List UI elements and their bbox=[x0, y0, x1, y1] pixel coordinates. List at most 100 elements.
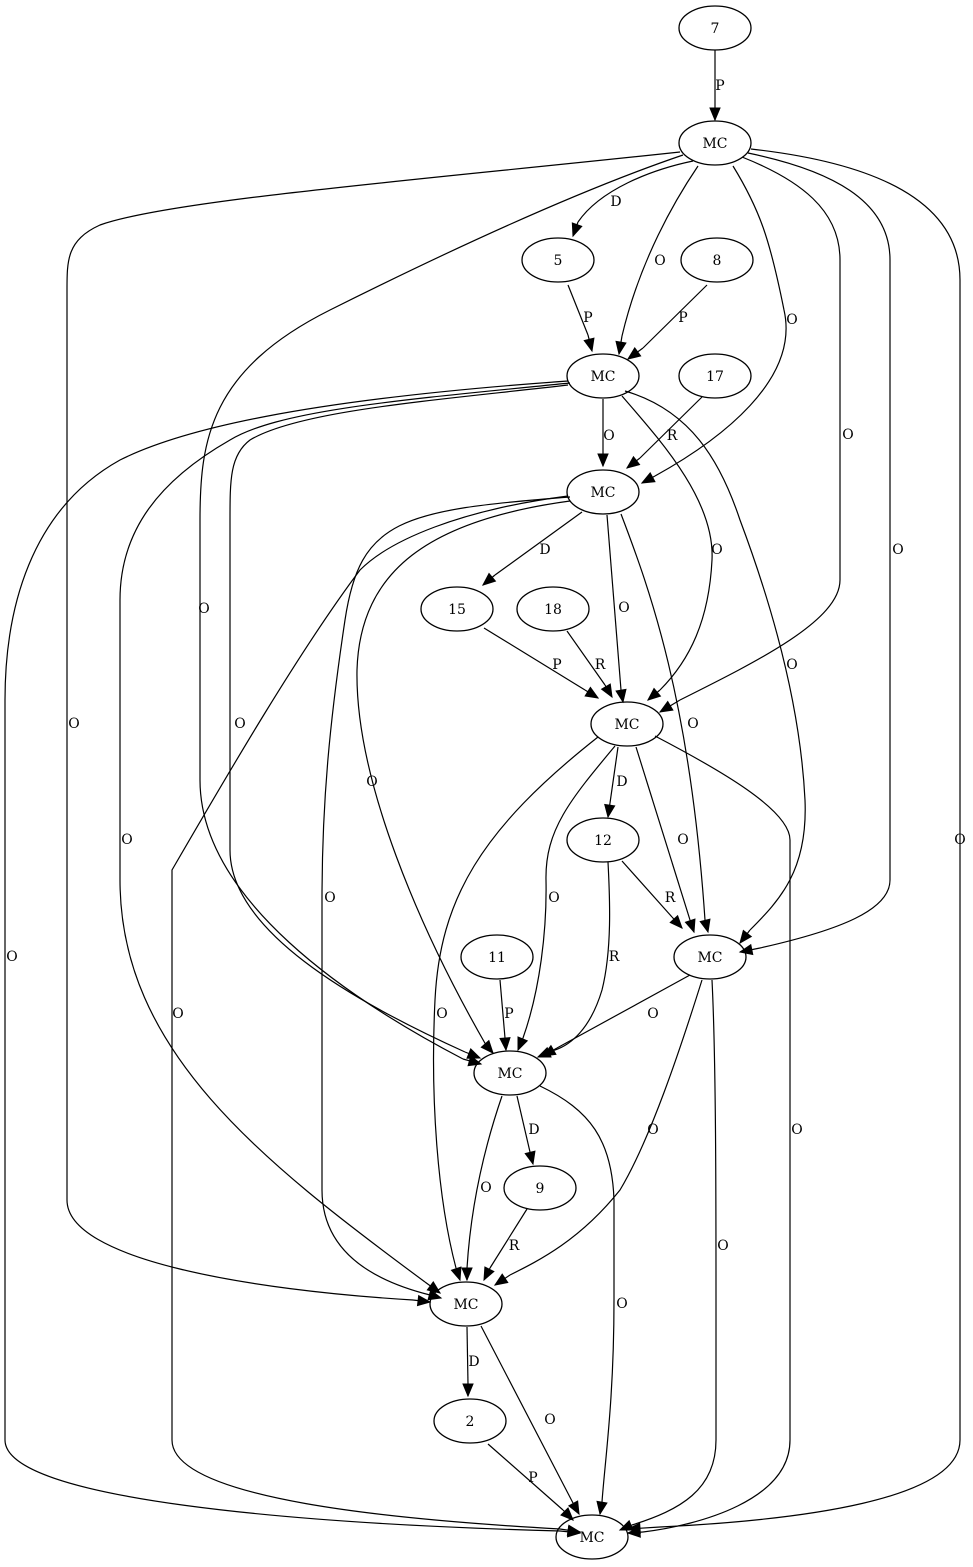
arrowhead-icon bbox=[493, 1273, 509, 1286]
edge-mc1-to-mc3: O bbox=[640, 165, 798, 484]
edge-line bbox=[624, 390, 806, 931]
edge-label: O bbox=[324, 890, 335, 906]
edge-label: O bbox=[618, 600, 629, 616]
edge-line bbox=[171, 495, 569, 1530]
node-label: MC bbox=[453, 1297, 478, 1313]
edge-line bbox=[566, 630, 606, 686]
edge-label: O bbox=[786, 657, 797, 673]
edge-line bbox=[642, 735, 791, 1533]
edge-mc4-to-mc6: O bbox=[517, 745, 616, 1052]
node-n7[interactable]: 7 bbox=[678, 5, 752, 51]
node-label: 17 bbox=[706, 369, 724, 385]
arrowhead-icon bbox=[615, 688, 627, 704]
edge-label: O bbox=[892, 542, 903, 558]
arrowhead-icon bbox=[625, 455, 641, 469]
node-ellipse bbox=[680, 237, 754, 283]
node-n12[interactable]: 12 bbox=[566, 817, 640, 863]
edge-label: O bbox=[687, 716, 698, 732]
node-mc6[interactable]: MC bbox=[473, 1050, 547, 1096]
arrowhead-icon bbox=[560, 1507, 574, 1521]
edge-label: O bbox=[616, 1296, 627, 1312]
arrowhead-icon bbox=[541, 1044, 557, 1057]
node-label: MC bbox=[614, 717, 639, 733]
node-mc1[interactable]: MC bbox=[678, 120, 752, 166]
edge-mc6-to-mc8: O bbox=[539, 1085, 628, 1516]
node-label: 18 bbox=[544, 602, 562, 618]
node-ellipse bbox=[473, 1050, 547, 1096]
arrowhead-icon bbox=[584, 686, 600, 699]
node-label: 11 bbox=[488, 950, 506, 966]
edge-line bbox=[642, 284, 708, 349]
node-ellipse bbox=[566, 817, 640, 863]
arrowhead-icon bbox=[482, 572, 497, 586]
edge-label: O bbox=[654, 253, 665, 269]
edge-mc3-to-mc7: O bbox=[321, 496, 571, 1301]
node-n9[interactable]: 9 bbox=[503, 1165, 577, 1211]
edge-n7-to-mc1: P bbox=[709, 50, 725, 122]
node-n15[interactable]: 15 bbox=[420, 586, 494, 632]
edge-mc3-to-mc6: O bbox=[356, 500, 571, 1054]
arrowhead-icon bbox=[483, 1266, 495, 1282]
node-ellipse bbox=[555, 1514, 629, 1560]
edge-line bbox=[509, 979, 703, 1276]
edge-label: O bbox=[172, 1006, 183, 1022]
node-n8[interactable]: 8 bbox=[680, 237, 754, 283]
edge-label: O bbox=[234, 716, 245, 732]
edge-label: O bbox=[791, 1122, 802, 1138]
arrowhead-icon bbox=[466, 1048, 482, 1059]
arrowhead-icon bbox=[426, 1280, 442, 1294]
arrowhead-icon bbox=[450, 1266, 462, 1282]
edge-n15-to-mc4: P bbox=[483, 627, 600, 699]
edge-line bbox=[554, 861, 611, 1051]
edge-label: R bbox=[609, 949, 620, 965]
node-mc5[interactable]: MC bbox=[673, 934, 747, 980]
edge-label: D bbox=[528, 1122, 539, 1138]
node-ellipse bbox=[420, 586, 494, 632]
arrowhead-icon bbox=[709, 107, 721, 122]
node-label: MC bbox=[590, 485, 615, 501]
edge-line bbox=[631, 979, 717, 1526]
arrowhead-icon bbox=[738, 943, 754, 956]
node-label: MC bbox=[697, 950, 722, 966]
edge-mc4-to-mc8: O bbox=[626, 735, 803, 1538]
edge-n5-to-mc2: P bbox=[567, 284, 595, 353]
edge-mc5-to-mc7: O bbox=[493, 979, 703, 1286]
edge-label: P bbox=[504, 1006, 513, 1022]
edge-n2-to-mc8: P bbox=[487, 1443, 574, 1521]
edge-label: O bbox=[954, 832, 965, 848]
arrowhead-icon bbox=[461, 1267, 473, 1282]
node-n5[interactable]: 5 bbox=[521, 237, 595, 283]
node-n2[interactable]: 2 bbox=[433, 1398, 507, 1444]
node-ellipse bbox=[429, 1281, 503, 1327]
node-mc2[interactable]: MC bbox=[566, 353, 640, 399]
arrowhead-icon bbox=[658, 700, 674, 713]
edge-mc6-to-n9: D bbox=[516, 1095, 540, 1166]
node-label: 12 bbox=[594, 833, 612, 849]
edge-line bbox=[577, 160, 694, 223]
edge-label: O bbox=[842, 427, 853, 443]
edge-mc2-to-mc4: O bbox=[621, 395, 723, 701]
edge-line bbox=[654, 165, 787, 477]
edge-mc1-to-mc6: O bbox=[198, 154, 684, 1067]
node-n11[interactable]: 11 bbox=[460, 934, 534, 980]
edge-line bbox=[567, 284, 589, 336]
node-mc8[interactable]: MC bbox=[555, 1514, 629, 1560]
node-n18[interactable]: 18 bbox=[516, 586, 590, 632]
arrowhead-icon bbox=[669, 914, 683, 929]
node-ellipse bbox=[673, 934, 747, 980]
node-mc4[interactable]: MC bbox=[590, 701, 664, 747]
node-mc3[interactable]: MC bbox=[566, 469, 640, 515]
arrowhead-icon bbox=[699, 918, 711, 934]
edge-mc3-to-mc5: O bbox=[620, 513, 711, 934]
edge-n11-to-mc6: P bbox=[499, 979, 514, 1052]
edge-line bbox=[635, 746, 691, 921]
edge-mc1-to-mc2: O bbox=[615, 165, 699, 356]
edge-line bbox=[483, 627, 586, 691]
node-n17[interactable]: 17 bbox=[678, 353, 752, 399]
node-ellipse bbox=[678, 353, 752, 399]
edge-line bbox=[356, 500, 571, 1046]
edge-line bbox=[119, 382, 571, 1283]
node-mc7[interactable]: MC bbox=[429, 1281, 503, 1327]
